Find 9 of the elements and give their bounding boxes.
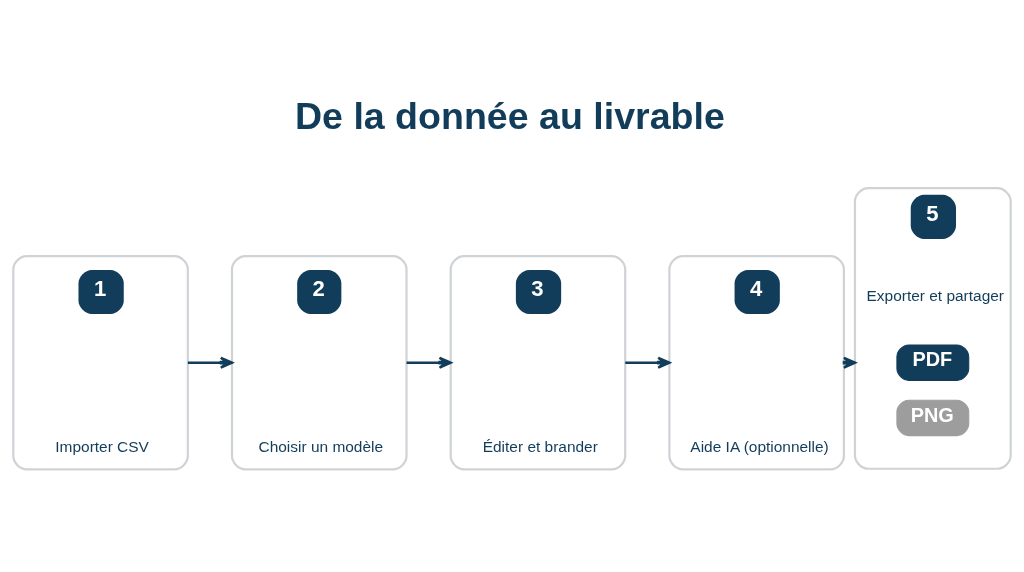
node-box: 2 Choisir un modèle [230,254,408,470]
diagram-title: De la donnée au livrable [294,94,725,137]
node-box: PDF [896,344,970,381]
node-box: 3 Éditer et brander [449,254,627,470]
node-box: 1 Importer CSV [12,254,189,470]
arrow [187,356,234,369]
node-box: PNG [896,399,970,436]
arrow [406,356,452,369]
arrow [625,356,671,369]
